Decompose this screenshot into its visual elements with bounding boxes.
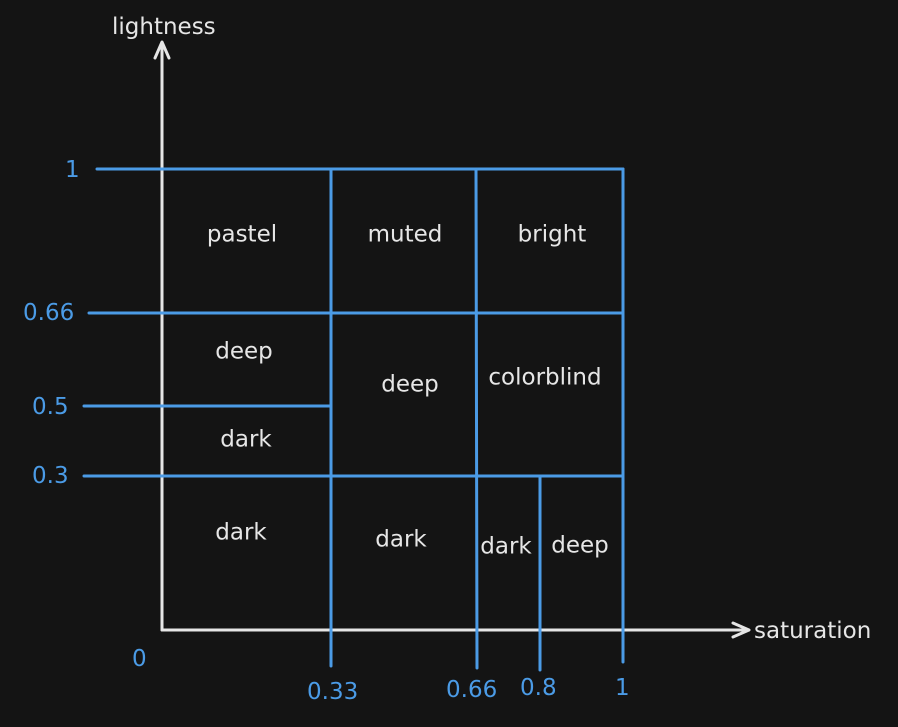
- region-label-dark-bottom-center: dark: [375, 527, 427, 553]
- region-label-deep-left: deep: [215, 339, 273, 365]
- region-label-muted: muted: [368, 222, 443, 248]
- x-axis-arrow-icon: [731, 621, 751, 639]
- x-axis-title: saturation: [754, 618, 871, 644]
- region-label-dark-bottom-right: dark: [480, 534, 532, 560]
- region-label-dark-mid-left: dark: [220, 427, 272, 453]
- y-axis-title: lightness: [112, 14, 216, 40]
- x-tick-label-066: 0.66: [446, 677, 497, 703]
- x-tick-label-08: 0.8: [520, 675, 557, 701]
- region-label-colorblind: colorblind: [488, 365, 601, 391]
- region-label-deep-center: deep: [381, 372, 439, 398]
- grid-line-saturation-066: [474, 167, 479, 670]
- x-tick-label-1: 1: [615, 675, 630, 701]
- x-tick-label-033: 0.33: [307, 679, 358, 705]
- y-tick-label-05: 0.5: [32, 394, 69, 420]
- y-tick-label-1: 1: [65, 157, 80, 183]
- region-label-deep-bottom-right: deep: [551, 533, 609, 559]
- region-label-bright: bright: [518, 222, 587, 248]
- y-axis-arrow-icon: [153, 40, 171, 60]
- y-tick-label-066: 0.66: [23, 300, 74, 326]
- origin-label: 0: [132, 646, 147, 672]
- y-tick-label-03: 0.3: [32, 463, 69, 489]
- region-label-dark-bottom-left: dark: [215, 520, 267, 546]
- region-label-pastel: pastel: [207, 222, 277, 248]
